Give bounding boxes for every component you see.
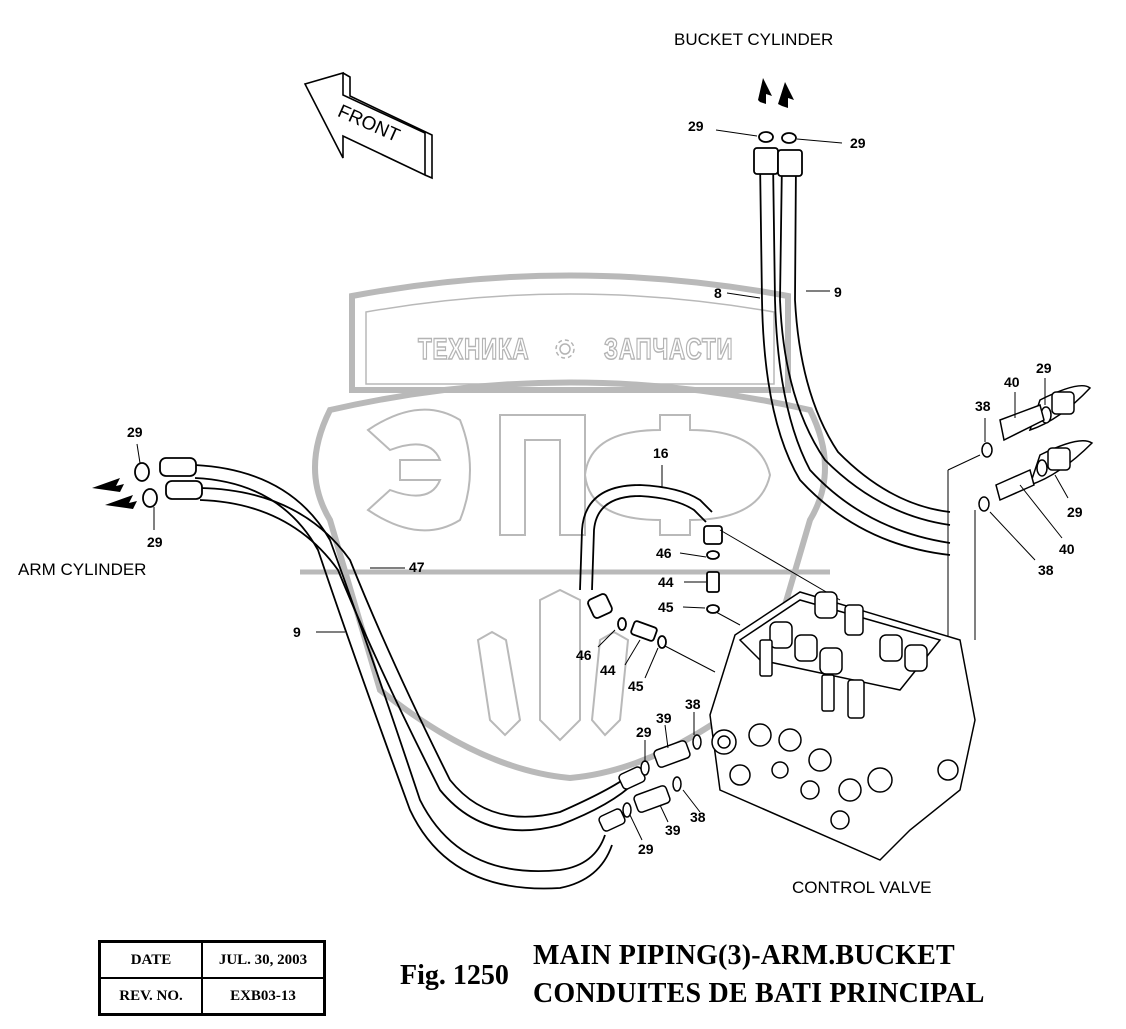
revision-key: REV. NO. [98, 977, 203, 1016]
hose-16 [579, 484, 723, 649]
bucket-cylinder-label: BUCKET CYLINDER [674, 30, 834, 49]
table-row: DATE JUL. 30, 2003 [98, 940, 326, 979]
part-label: 45 [658, 599, 674, 615]
part-label: 9 [834, 284, 842, 300]
part-label: 29 [850, 135, 866, 151]
date-key: DATE [98, 940, 203, 979]
part-label: 38 [1038, 562, 1054, 578]
part-label: 40 [1059, 541, 1075, 557]
part-label: 39 [656, 710, 672, 726]
part-label: 29 [1036, 360, 1052, 376]
revision-info-table: DATE JUL. 30, 2003 REV. NO. EXB03-13 [98, 940, 326, 1016]
lower-fittings [598, 734, 702, 832]
watermark-brand-left: ТЕХНИКА [417, 332, 530, 367]
figure-title-french: CONDUITES DE BATI PRINCIPAL [533, 978, 985, 1009]
part-label: 29 [127, 424, 143, 440]
part-label: 40 [1004, 374, 1020, 390]
part-label: 29 [636, 724, 652, 740]
part-label: 46 [576, 647, 592, 663]
gear-icon [555, 339, 575, 359]
part-label: 44 [600, 662, 616, 678]
part-label: 38 [690, 809, 706, 825]
flow-arrows-left-icon [92, 478, 137, 509]
arm-hoses [134, 457, 636, 890]
part-label: 45 [628, 678, 644, 694]
part-label: 29 [147, 534, 163, 550]
right-fittings [978, 385, 1094, 512]
part-label: 16 [653, 445, 669, 461]
figure-title-english: MAIN PIPING(3)-ARM.BUCKET [533, 940, 955, 971]
control-valve-label: CONTROL VALVE [792, 878, 932, 897]
revision-value: EXB03-13 [201, 977, 326, 1016]
part-label: 44 [658, 574, 674, 590]
front-arrow-icon [303, 71, 433, 180]
part-label: 29 [638, 841, 654, 857]
part-label: 29 [688, 118, 704, 134]
arm-cylinder-label: ARM CYLINDER [18, 560, 147, 579]
control-valve [709, 591, 976, 861]
part-label: 39 [665, 822, 681, 838]
part-label: 47 [409, 559, 425, 575]
table-row: REV. NO. EXB03-13 [98, 977, 326, 1016]
part-label: 46 [656, 545, 672, 561]
figure-number: Fig. 1250 [400, 960, 509, 991]
part-label: 29 [1067, 504, 1083, 520]
flow-arrows-up-icon [758, 78, 794, 108]
part-label: 38 [685, 696, 701, 712]
part-label: 8 [714, 285, 722, 301]
part-label: 38 [975, 398, 991, 414]
part-label: 9 [293, 624, 301, 640]
date-value: JUL. 30, 2003 [201, 940, 326, 979]
bucket-hoses [753, 131, 951, 556]
watermark-brand-right: ЗАПЧАСТИ [603, 332, 734, 367]
